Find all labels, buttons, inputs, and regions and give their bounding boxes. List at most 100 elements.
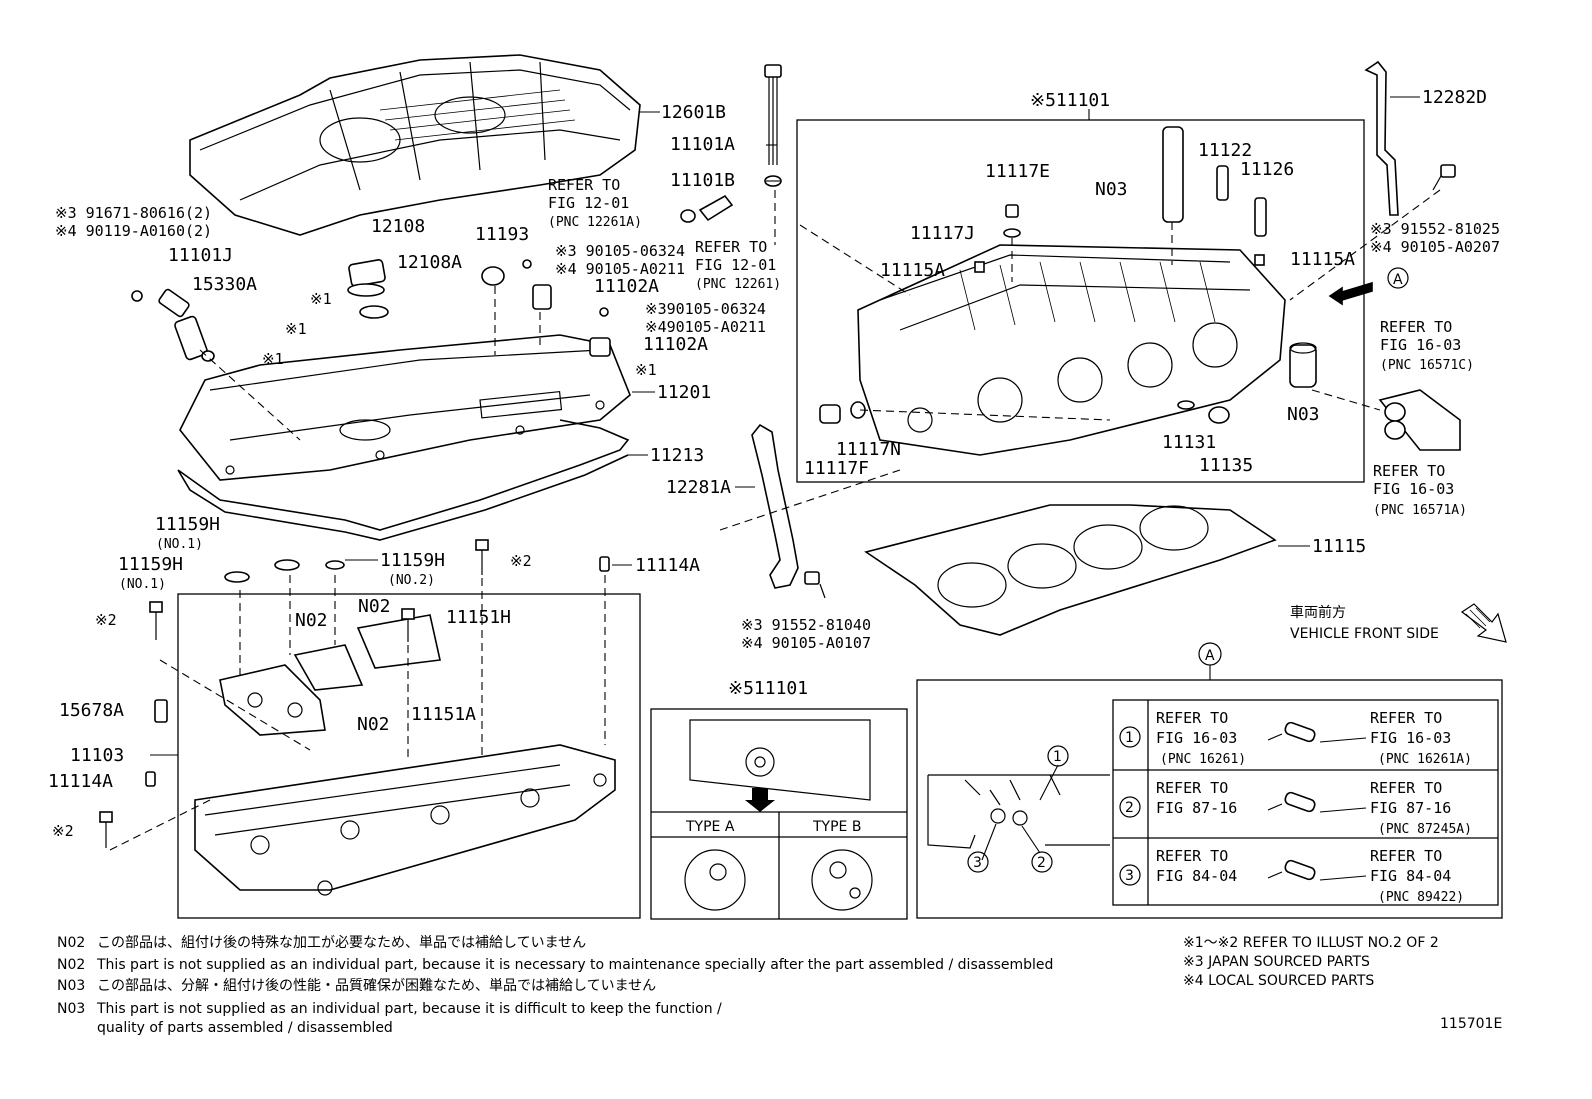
label-x2-b: ※2 [95, 611, 117, 629]
ref-row-right-1: REFER TO [1370, 709, 1442, 727]
label-11101A: 11101A [670, 134, 735, 155]
label-12281A: 12281A [666, 477, 731, 498]
vehicle-front-indicator: 車両前方 VEHICLE FRONT SIDE [1290, 603, 1507, 643]
bearing-cap-left-drawing [219, 664, 326, 736]
ref-row-right-3: (PNC 89422) [1378, 890, 1464, 905]
bolt-x2-top [475, 539, 489, 575]
legend-item: ※4 LOCAL SOURCED PARTS [1183, 973, 1374, 989]
refer-1603c-line1: REFER TO [1380, 318, 1452, 336]
label-12282D: 12282D [1422, 87, 1487, 108]
label-11102A-1: 11102A [594, 276, 659, 297]
label-11101B: 11101B [670, 170, 735, 191]
label-11135: 11135 [1199, 455, 1253, 476]
label-90105-06324-b: ※390105-06324 [645, 300, 766, 318]
guide-11122-drawing [1216, 165, 1229, 201]
seal-11135-drawing [1208, 406, 1230, 424]
label-11102A-2: 11102A [643, 334, 708, 355]
label-90105-A0211-a: ※4 90105-A0211 [555, 260, 685, 278]
label-15678A: 15678A [59, 700, 124, 721]
note-code: N02 [57, 935, 85, 951]
pin-11115A-right [1254, 254, 1265, 266]
label-11213: 11213 [650, 445, 704, 466]
ref-row-leader-right [1319, 807, 1367, 813]
ref-row-right-3: (PNC 87245A) [1378, 822, 1472, 837]
plug-11117E-drawing [1003, 204, 1021, 238]
label-11117E: 11117E [985, 161, 1050, 182]
front-arrow-icon [1460, 603, 1507, 643]
ref-row-circle [1119, 796, 1141, 818]
label-N02-2: N02 [358, 596, 391, 617]
head-bolt-drawing [764, 64, 782, 187]
washer-11159H-b [274, 559, 300, 571]
ref-row-leader-left [1267, 803, 1283, 811]
label-N03-2: N03 [1287, 404, 1320, 425]
pin-11114A-top [599, 556, 610, 572]
callout-labels: 12601B 11101A 11101B ※511101 12282D ※3 9… [48, 87, 1500, 840]
label-x1-c: ※1 [262, 350, 284, 368]
ref-row-leader-left [1267, 733, 1283, 741]
label-12108: 12108 [371, 216, 425, 237]
refer-1603a-line3: (PNC 16571A) [1373, 503, 1467, 518]
circle-a-bottom: A [1205, 648, 1215, 664]
refer-1603a-line2: FIG 16-03 [1373, 480, 1454, 498]
ref-row-right-1: REFER TO [1370, 779, 1442, 797]
bearing-cap-mid-drawing [293, 614, 441, 691]
ref-row-circle [1119, 864, 1141, 886]
cam-sensor-drawing [522, 259, 611, 357]
label-15330A: 15330A [192, 274, 257, 295]
note-text: この部品は、分解・組付け後の性能・品質確保が困難なため、単品では補給していません [97, 978, 656, 994]
type-b-label: TYPE B [812, 819, 861, 835]
camshaft-housing-drawing [194, 744, 616, 896]
assembly-dashed-lines [109, 189, 1441, 851]
type-a-label: TYPE A [685, 819, 735, 835]
note-code: N02 [57, 957, 85, 973]
label-11115: 11115 [1312, 536, 1366, 557]
seal-11131-drawing [1177, 400, 1195, 410]
label-N02-1: N02 [295, 610, 328, 631]
refer-1201a-line2: FIG 12-01 [548, 194, 629, 212]
pin-11114A-left [145, 771, 156, 787]
label-12601B: 12601B [661, 102, 726, 123]
detail-callout-circle [1031, 851, 1053, 873]
detail-callout-number: 3 [973, 855, 982, 871]
label-11159H-c-no: (NO.2) [388, 573, 435, 588]
n03-tube-drawing [1162, 126, 1184, 223]
label-x1-b: ※1 [285, 320, 307, 338]
note-text: quality of parts assembled / disassemble… [97, 1020, 393, 1036]
refer-1201a-line3: (PNC 12261A) [548, 215, 642, 230]
label-11151A: 11151A [411, 704, 476, 725]
label-11114A-1: 11114A [635, 555, 700, 576]
bolt-x2-bottom [99, 811, 113, 848]
bolt-x2-left [149, 601, 163, 640]
ref-row-right-1: REFER TO [1370, 847, 1442, 865]
ref-row-part-icon [1284, 721, 1316, 743]
label-11101-bottom: ※511101 [728, 678, 808, 699]
ref-row-left-2: FIG 87-16 [1156, 799, 1237, 817]
front-jp: 車両前方 [1290, 604, 1346, 621]
label-11114A-2: 11114A [48, 771, 113, 792]
ref-row-part-icon [1284, 859, 1316, 881]
label-x1-d: ※1 [635, 361, 657, 379]
ref-row-left-3: (PNC 16261) [1160, 752, 1246, 767]
refer-1201b-line3: (PNC 12261) [695, 277, 781, 292]
label-11159H-c: 11159H [380, 550, 445, 571]
engine-cover-drawing [189, 54, 641, 236]
label-11159H-b-no: (NO.1) [119, 577, 166, 592]
ref-row-number: 2 [1125, 800, 1134, 816]
ref-row-leader-left [1267, 871, 1283, 879]
arrow-to-a [1328, 281, 1373, 306]
label-12108A: 12108A [397, 252, 462, 273]
label-11101-top: ※511101 [1030, 90, 1110, 111]
head-gasket-drawing [864, 504, 1277, 636]
label-x1-a: ※1 [310, 290, 332, 308]
note-text: This part is not supplied as an individu… [96, 957, 1053, 973]
head-cover-gasket-drawing [177, 419, 630, 541]
cylinder-head-cover-drawing [179, 334, 631, 481]
ref-row-part-icon [1284, 791, 1316, 813]
label-11151H: 11151H [446, 607, 511, 628]
guide-11126-drawing [1254, 197, 1267, 237]
coolant-hose-drawing [1378, 389, 1461, 451]
ref-row-number: 3 [1125, 868, 1134, 884]
